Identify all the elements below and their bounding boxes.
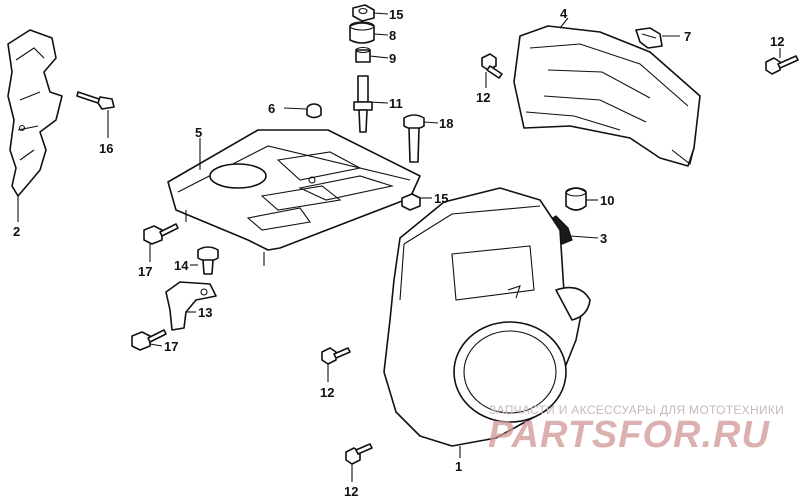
callout-7: 7 (684, 29, 691, 44)
callout-12-right: 12 (770, 34, 784, 49)
callout-13: 13 (198, 305, 212, 320)
callout-17-top: 17 (138, 264, 152, 279)
watermark-tagline: ЗАПЧАСТИ И АКСЕССУАРЫ ДЛЯ МОТОТЕХНИКИ (489, 403, 785, 417)
callout-12-mid: 12 (320, 385, 334, 400)
part-7-clip (635, 27, 663, 49)
part-17-bolt-b (131, 329, 167, 351)
callout-15-bottom: 15 (434, 191, 448, 206)
callout-2: 2 (13, 224, 20, 239)
callout-15-top: 15 (389, 7, 403, 22)
part-17-bolt-a (143, 223, 179, 245)
part-16-bolt (76, 91, 115, 110)
part-11-stud (353, 75, 373, 133)
callout-11: 11 (389, 96, 403, 111)
watermark-logo: PARTSFOR.RU (488, 414, 770, 456)
callout-4: 4 (560, 6, 568, 21)
callout-17-bottom: 17 (164, 339, 178, 354)
part-15-nut-top (352, 4, 375, 22)
part-5-top-plate (167, 129, 421, 266)
part-9-spacer (355, 46, 371, 63)
part-12-bolt-b (765, 55, 799, 75)
part-18-bolt (403, 114, 425, 163)
callout-9: 9 (389, 51, 396, 66)
leader-lines (17, 12, 781, 482)
callout-6: 6 (268, 101, 275, 116)
part-14-bolt (197, 246, 219, 275)
part-13-bracket (165, 281, 217, 331)
callout-1: 1 (455, 459, 462, 474)
callout-5: 5 (195, 125, 202, 140)
callout-3: 3 (600, 231, 607, 246)
part-6-plug (306, 103, 322, 119)
part-12-bolt-d (345, 443, 373, 465)
part-10-grommet (565, 187, 587, 211)
part-1-fan-shroud (383, 187, 591, 447)
callout-labels: 15 8 9 6 11 18 5 16 2 4 7 12 12 15 10 3 … (13, 6, 784, 499)
part-4-rear-cover (513, 25, 701, 167)
part-12-bolt-c (321, 347, 351, 365)
callout-8: 8 (389, 28, 396, 43)
callout-12-rear: 12 (476, 90, 490, 105)
callout-16: 16 (99, 141, 113, 156)
callout-14: 14 (174, 258, 189, 273)
callout-18: 18 (439, 116, 453, 131)
part-12-bolt-a (481, 53, 503, 79)
callout-10: 10 (600, 193, 614, 208)
part-8-collar (349, 21, 375, 44)
part-2-side-bracket (7, 29, 63, 197)
part-15-nut-bottom (401, 193, 421, 211)
callout-12-bottom: 12 (344, 484, 358, 499)
